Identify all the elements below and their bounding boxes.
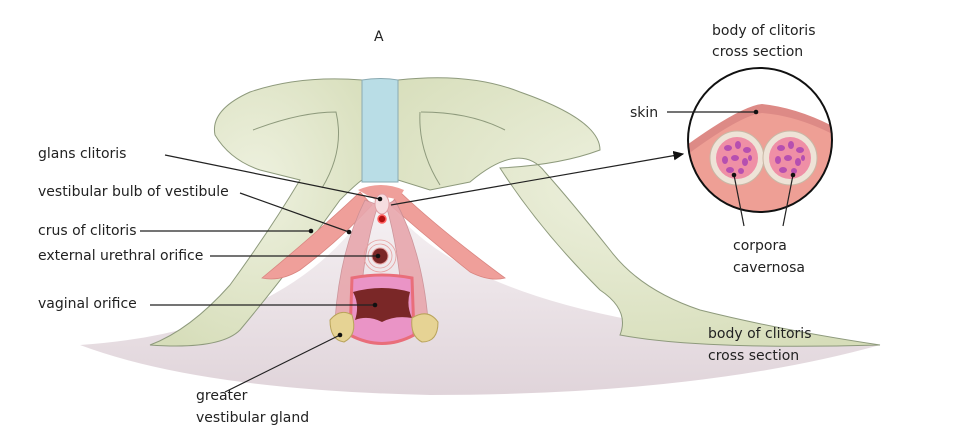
right-greater-vestibular-gland [411,313,439,343]
right-pubic-bone [397,77,881,347]
bottom-title-2: cross section [708,348,799,364]
left-greater-vestibular-gland [329,311,355,343]
label-vestibular-bulb: vestibular bulb of vestibule [38,184,229,200]
label-corpora: corpora [733,238,787,254]
label-external-urethral-orifice: external urethral orifice [38,248,203,264]
cross-section-inset [687,67,833,213]
vaginal-orifice [353,288,412,322]
urethral-dot [377,214,387,224]
label-cavernosa: cavernosa [733,260,805,276]
pubic-symphysis [361,78,399,183]
inset-title-2: cross section [712,44,803,60]
right-crus [389,191,506,280]
figure-label: A [374,29,384,45]
label-crus-of-clitoris: crus of clitoris [38,223,137,239]
perineum [80,190,880,395]
label-greater-vestibular-gland-1: greater [196,388,248,404]
left-obturator-line [252,111,340,189]
inset-title-1: body of clitoris [712,23,816,39]
left-crus [261,191,373,280]
label-skin: skin [630,105,658,121]
leader-lines [140,109,796,393]
bottom-title-1: body of clitoris [708,326,812,342]
right-obturator-line [419,111,506,186]
label-greater-vestibular-gland-2: vestibular gland [196,410,309,426]
label-glans-clitoris: glans clitoris [38,146,126,162]
label-vaginal-orifice: vaginal orifice [38,296,137,312]
glans-tip [374,193,390,215]
